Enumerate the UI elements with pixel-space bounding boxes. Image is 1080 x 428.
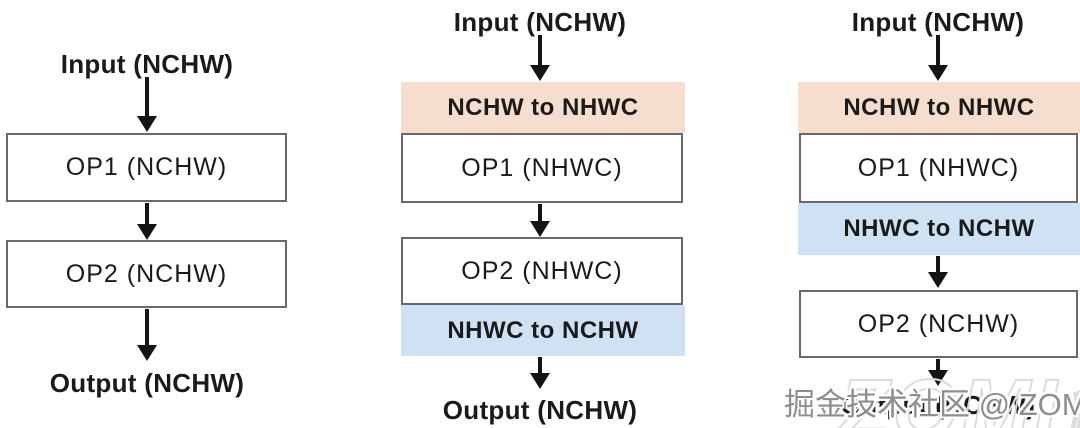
col2-op2-node: OP2 (NHWC): [401, 237, 683, 305]
col3-nhwc-to-nchw-label: NHWC to NCHW: [843, 215, 1035, 242]
arrow-shaft: [538, 35, 542, 69]
col2-op2-label: OP2 (NHWC): [461, 256, 623, 285]
arrow-head: [137, 345, 157, 361]
arrow-shaft: [145, 203, 149, 228]
col2-nchw-to-nhwc-label: NCHW to NHWC: [447, 93, 639, 121]
arrow-shaft: [145, 309, 149, 349]
col3-op1-node: OP1 (NHWC): [799, 133, 1078, 203]
down-arrow-icon: [530, 204, 550, 237]
arrow-head: [928, 65, 948, 81]
arrow-head: [530, 65, 550, 81]
col3-nchw-to-nhwc-label: NCHW to NHWC: [843, 93, 1035, 121]
arrow-shaft: [145, 77, 149, 120]
watermark-text: 掘金技术社区 @ ZOMI酱: [784, 387, 1080, 422]
col2-op1-node: OP1 (NHWC): [401, 133, 683, 203]
col2-nhwc-to-nchw-label: NHWC to NCHW: [447, 316, 639, 344]
col1-input-label: Input (NCHW): [60, 49, 234, 79]
col2-output-label: Output (NCHW): [442, 395, 638, 425]
col1-output-label: Output (NCHW): [49, 368, 245, 398]
down-arrow-icon: [928, 35, 948, 81]
col3-op2-node: OP2 (NCHW): [799, 290, 1078, 358]
col1-op2-node: OP2 (NCHW): [6, 240, 287, 308]
down-arrow-icon: [928, 256, 948, 288]
arrow-head: [137, 224, 157, 240]
down-arrow-icon: [137, 309, 157, 361]
col3-input-label: Input (NCHW): [851, 7, 1025, 37]
arrow-shaft: [538, 357, 542, 377]
col1-op2-label: OP2 (NCHW): [65, 259, 228, 288]
col2-input-label: Input (NCHW): [453, 7, 627, 37]
arrow-head: [928, 370, 948, 386]
down-arrow-icon: [928, 359, 948, 386]
arrow-head: [530, 221, 550, 237]
col1-op1-label: OP1 (NCHW): [65, 153, 228, 181]
arrow-shaft: [538, 204, 542, 225]
down-arrow-icon: [530, 35, 550, 81]
col3-nchw-to-nhwc-band: NCHW to NHWC: [798, 82, 1080, 133]
down-arrow-icon: [137, 77, 157, 132]
arrow-head: [137, 116, 157, 132]
col2-op1-label: OP1 (NHWC): [461, 153, 623, 182]
down-arrow-icon: [137, 203, 157, 240]
col1-op1-node: OP1 (NCHW): [6, 133, 287, 202]
arrow-head: [928, 272, 948, 288]
col2-nchw-to-nhwc-band: NCHW to NHWC: [401, 82, 685, 133]
arrow-shaft: [936, 359, 940, 374]
col2-nhwc-to-nchw-band: NHWC to NCHW: [401, 305, 685, 356]
arrow-shaft: [936, 35, 940, 69]
col3-op2-label: OP2 (NCHW): [857, 309, 1020, 338]
down-arrow-icon: [530, 357, 550, 389]
col3-op1-label: OP1 (NHWC): [857, 153, 1020, 182]
col3-nhwc-to-nchw-band: NHWC to NCHW: [798, 203, 1080, 255]
col3-output-label: Output (NCHW): [840, 390, 1036, 420]
arrow-head: [530, 373, 550, 389]
arrow-shaft: [936, 256, 940, 276]
